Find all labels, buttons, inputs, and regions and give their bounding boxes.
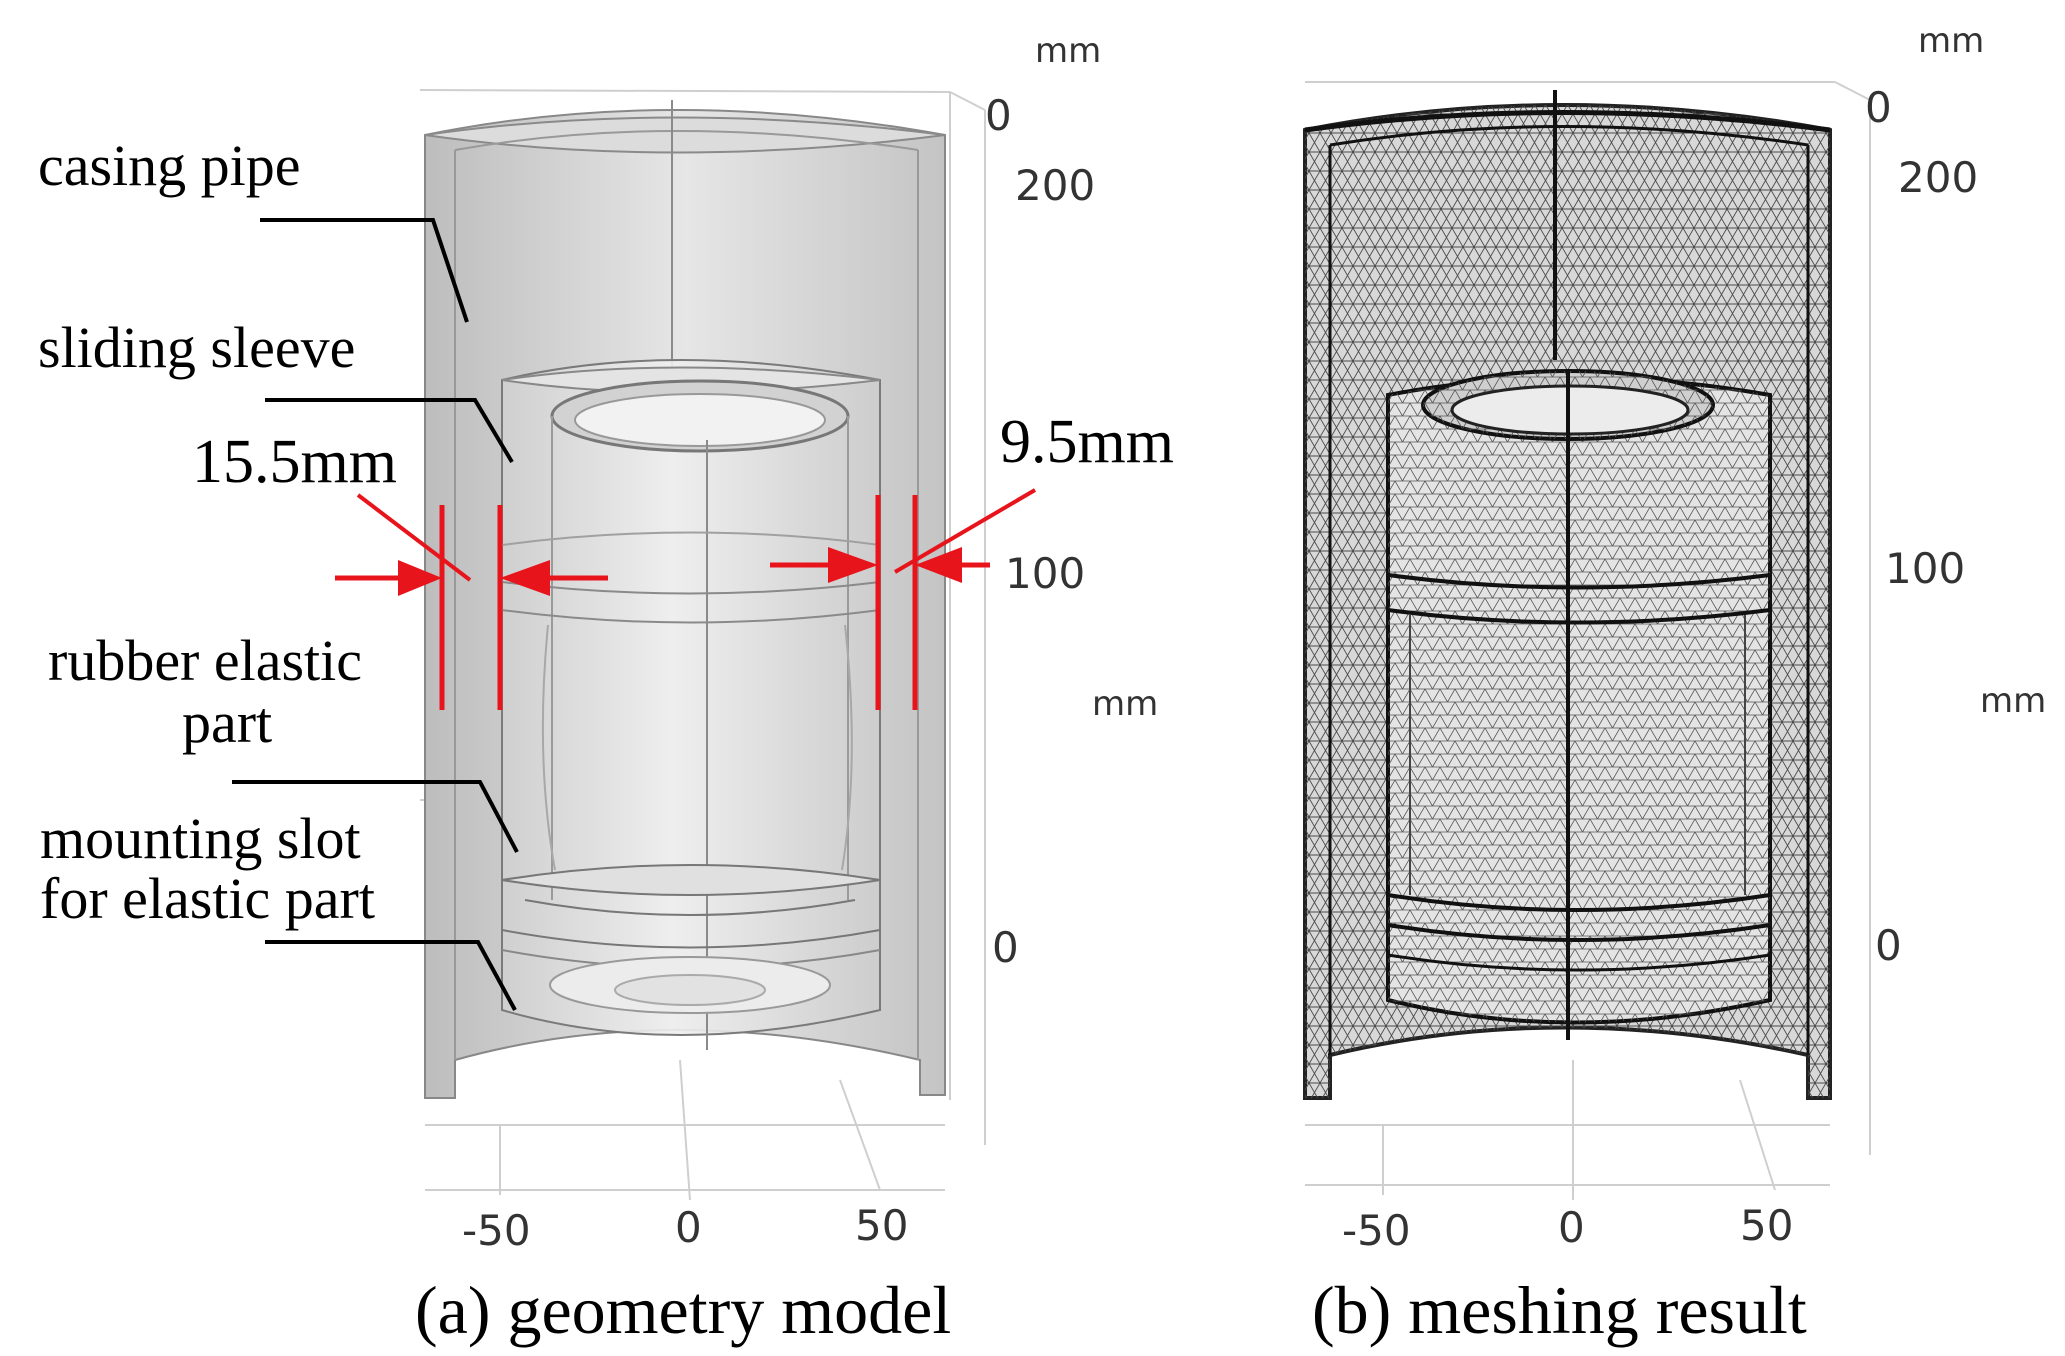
z-tick-b-2: 100 bbox=[1885, 544, 1965, 593]
panel-b-mesh: mm 0 200 100 mm 0 -50 0 50 (b) meshing r… bbox=[1303, 21, 2046, 1348]
z-tick-a-2: 100 bbox=[1005, 549, 1085, 598]
x-tick-b-2: 50 bbox=[1740, 1201, 1793, 1250]
axes-box-b bbox=[1305, 81, 1871, 1200]
panel-a-geometry: casing pipe sliding sleeve 15.5mm 9.5mm … bbox=[38, 31, 1174, 1348]
z-tick-a-0: 0 bbox=[985, 91, 1012, 140]
label-left-gap: 15.5mm bbox=[192, 428, 397, 496]
axis-unit-right-a: mm bbox=[1092, 684, 1158, 724]
label-sliding-sleeve: sliding sleeve bbox=[38, 315, 355, 380]
pointer-lines-a bbox=[232, 218, 519, 1011]
axis-unit-top-a: mm bbox=[1035, 31, 1101, 71]
x-tick-b-1: 0 bbox=[1558, 1203, 1585, 1252]
x-tick-a-0: -50 bbox=[462, 1206, 531, 1255]
sliding-sleeve-a bbox=[501, 359, 881, 1050]
caption-a: (a) geometry model bbox=[415, 1272, 951, 1348]
label-rubber-elastic-line2: part bbox=[182, 690, 272, 755]
z-tick-b-0: 0 bbox=[1865, 83, 1892, 132]
label-right-gap: 9.5mm bbox=[1000, 408, 1174, 476]
caption-b: (b) meshing result bbox=[1312, 1272, 1807, 1348]
x-tick-a-2: 50 bbox=[855, 1201, 908, 1250]
axis-unit-right-b: mm bbox=[1980, 681, 2046, 721]
x-tick-b-0: -50 bbox=[1342, 1206, 1411, 1255]
z-tick-b-1: 200 bbox=[1898, 153, 1978, 202]
z-tick-b-3: 0 bbox=[1875, 921, 1902, 970]
sleeve-mesh bbox=[1386, 369, 1772, 1040]
z-tick-a-3: 0 bbox=[992, 923, 1019, 972]
z-tick-a-1: 200 bbox=[1015, 161, 1095, 210]
axis-unit-top-b: mm bbox=[1918, 21, 1984, 61]
label-casing-pipe: casing pipe bbox=[38, 133, 301, 198]
dimension-marks-a bbox=[335, 488, 1037, 710]
x-tick-a-1: 0 bbox=[675, 1203, 702, 1252]
label-mounting-slot-line2: for elastic part bbox=[40, 866, 375, 931]
label-rubber-elastic-line1: rubber elastic bbox=[48, 628, 362, 693]
label-mounting-slot-line1: mounting slot bbox=[40, 806, 361, 871]
axes-box-a bbox=[419, 89, 986, 1201]
